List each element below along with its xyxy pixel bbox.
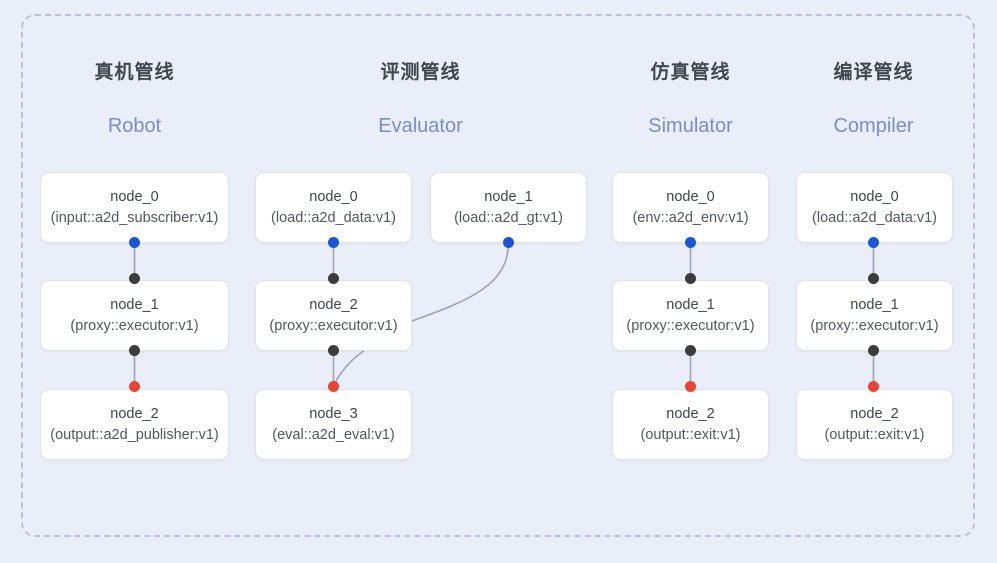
node-type: (proxy::executor:v1) xyxy=(269,317,398,334)
node-type: (output::exit:v1) xyxy=(824,426,925,443)
port-in-simulator-1[interactable] xyxy=(685,273,696,284)
port-output-robot-2[interactable] xyxy=(129,381,140,392)
node-compiler-1[interactable]: node_1 (proxy::executor:v1) xyxy=(796,280,953,351)
node-evaluator-gt[interactable]: node_1 (load::a2d_gt:v1) xyxy=(430,172,587,243)
node-name: node_2 xyxy=(110,405,159,422)
node-type: (env::a2d_env:v1) xyxy=(632,209,749,226)
node-simulator-2[interactable]: node_2 (output::exit:v1) xyxy=(612,389,769,460)
node-type: (load::a2d_data:v1) xyxy=(271,209,396,226)
port-input-compiler-0[interactable] xyxy=(868,237,879,248)
node-name: node_1 xyxy=(850,296,899,313)
node-type: (proxy::executor:v1) xyxy=(70,317,199,334)
node-name: node_3 xyxy=(309,405,358,422)
node-type: (proxy::executor:v1) xyxy=(626,317,755,334)
node-simulator-0[interactable]: node_0 (env::a2d_env:v1) xyxy=(612,172,769,243)
node-evaluator-3[interactable]: node_3 (eval::a2d_eval:v1) xyxy=(255,389,412,460)
port-output-compiler-2[interactable] xyxy=(868,381,879,392)
port-in-robot-1[interactable] xyxy=(129,273,140,284)
node-type: (load::a2d_data:v1) xyxy=(812,209,937,226)
port-input-robot-0[interactable] xyxy=(129,237,140,248)
node-name: node_2 xyxy=(850,405,899,422)
node-name: node_0 xyxy=(850,188,899,205)
port-out-simulator-1[interactable] xyxy=(685,345,696,356)
node-robot-0[interactable]: node_0 (input::a2d_subscriber:v1) xyxy=(40,172,229,243)
node-name: node_0 xyxy=(110,188,159,205)
node-type: (proxy::executor:v1) xyxy=(810,317,939,334)
port-output-simulator-2[interactable] xyxy=(685,381,696,392)
port-out-compiler-1[interactable] xyxy=(868,345,879,356)
node-name: node_2 xyxy=(666,405,715,422)
node-type: (output::exit:v1) xyxy=(640,426,741,443)
node-evaluator-2[interactable]: node_2 (proxy::executor:v1) xyxy=(255,280,412,351)
port-in-compiler-1[interactable] xyxy=(868,273,879,284)
node-type: (output::a2d_publisher:v1) xyxy=(50,426,219,443)
node-simulator-1[interactable]: node_1 (proxy::executor:v1) xyxy=(612,280,769,351)
node-name: node_2 xyxy=(309,296,358,313)
node-type: (load::a2d_gt:v1) xyxy=(454,209,563,226)
node-name: node_0 xyxy=(309,188,358,205)
node-type: (eval::a2d_eval:v1) xyxy=(272,426,395,443)
node-type: (input::a2d_subscriber:v1) xyxy=(50,209,219,226)
node-compiler-2[interactable]: node_2 (output::exit:v1) xyxy=(796,389,953,460)
node-name: node_1 xyxy=(110,296,159,313)
node-name: node_0 xyxy=(666,188,715,205)
node-robot-1[interactable]: node_1 (proxy::executor:v1) xyxy=(40,280,229,351)
port-input-simulator-0[interactable] xyxy=(685,237,696,248)
port-output-evaluator-3[interactable] xyxy=(328,381,339,392)
port-out-robot-1[interactable] xyxy=(129,345,140,356)
port-out-evaluator-2[interactable] xyxy=(328,345,339,356)
node-robot-2[interactable]: node_2 (output::a2d_publisher:v1) xyxy=(40,389,229,460)
node-name: node_1 xyxy=(484,188,533,205)
port-input-evaluator-0[interactable] xyxy=(328,237,339,248)
node-name: node_1 xyxy=(666,296,715,313)
node-compiler-0[interactable]: node_0 (load::a2d_data:v1) xyxy=(796,172,953,243)
node-evaluator-0[interactable]: node_0 (load::a2d_data:v1) xyxy=(255,172,412,243)
port-input-evaluator-gt[interactable] xyxy=(503,237,514,248)
port-in-evaluator-2[interactable] xyxy=(328,273,339,284)
